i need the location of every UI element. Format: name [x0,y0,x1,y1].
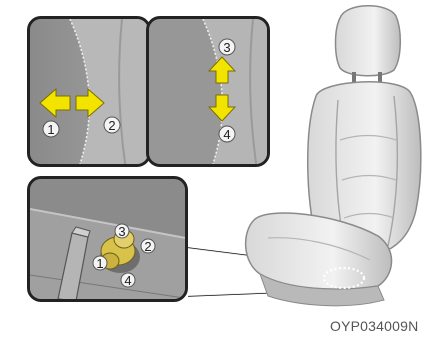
label-2: 2 [108,118,115,133]
knob-label-4: 4 [124,273,131,288]
lumbar-horizontal-illustration: 1 2 [30,19,151,167]
seat-illustration [188,0,434,320]
headrest [336,6,401,76]
lumbar-switch-inset: 3 2 1 4 [27,176,188,302]
knob-label-2: 2 [144,239,151,254]
lumbar-horizontal-panel: 1 2 [27,16,151,167]
knob-label-1: 1 [96,256,103,271]
figure-code: OYP034009N [330,318,418,334]
knob-label-3: 3 [118,224,125,239]
label-1: 1 [47,122,54,137]
lumbar-switch-illustration: 3 2 1 4 [30,179,188,302]
